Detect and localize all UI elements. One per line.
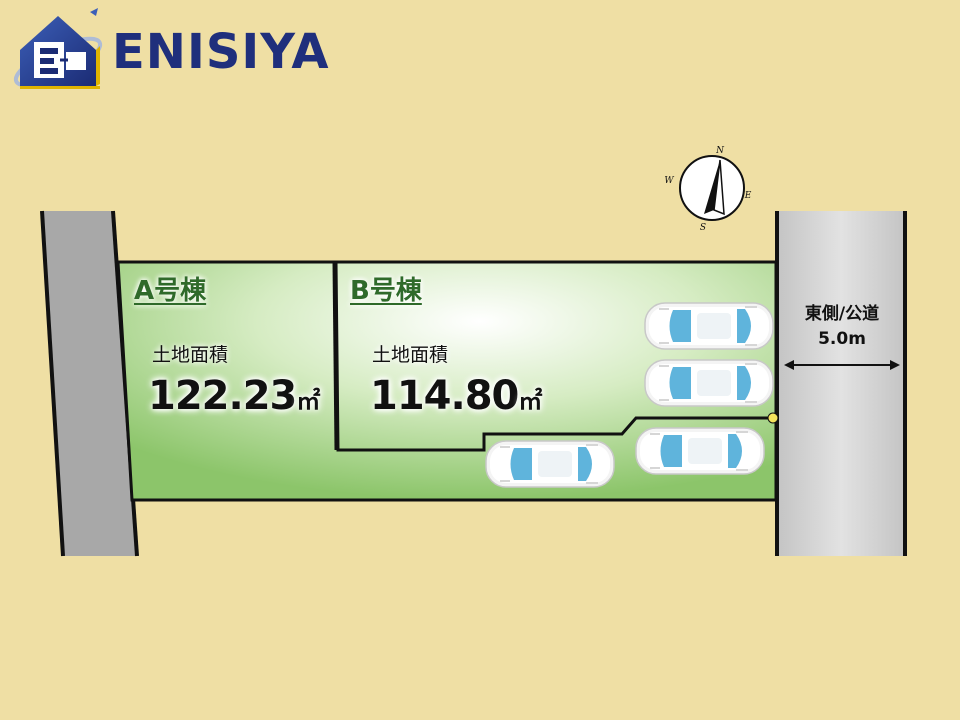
brand-name: ENISIYA — [112, 24, 330, 80]
compass-icon: N E S W — [664, 146, 751, 233]
road-width-arrow — [784, 360, 900, 370]
lot-a-area-value: 122.23 — [148, 373, 297, 419]
car-icon — [485, 440, 615, 488]
svg-text:N: N — [715, 146, 725, 156]
lot-b-boundary — [334, 261, 776, 452]
lot-b-area: 114.80㎡ — [370, 372, 542, 425]
lot-a-area-label: 土地面積 — [152, 344, 229, 366]
lot-divider — [332, 261, 338, 451]
lot-b-area-label: 土地面積 — [372, 344, 449, 366]
road-width: 5.0m — [818, 329, 866, 349]
logo-mark — [13, 8, 103, 89]
lot-a-area-unit: ㎡ — [296, 387, 321, 415]
site-boundary — [116, 260, 778, 502]
road-label: 東側/公道 5.0m — [780, 302, 904, 352]
car-icon — [644, 359, 774, 407]
lot-a-title: A号棟 — [134, 276, 207, 306]
east-road — [777, 211, 905, 556]
left-road — [42, 211, 137, 556]
lot-a-area: 122.23㎡ — [148, 372, 320, 425]
svg-text:E: E — [744, 191, 752, 201]
road-name: 東側/公道 — [804, 304, 880, 324]
car-icon — [635, 427, 765, 475]
lot-b-title: B号棟 — [350, 276, 422, 306]
lot-b-area-unit: ㎡ — [518, 387, 543, 415]
svg-text:W: W — [664, 176, 674, 186]
car-icon — [644, 302, 774, 350]
svg-text:S: S — [700, 223, 706, 233]
lot-b-area-value: 114.80 — [370, 373, 519, 419]
